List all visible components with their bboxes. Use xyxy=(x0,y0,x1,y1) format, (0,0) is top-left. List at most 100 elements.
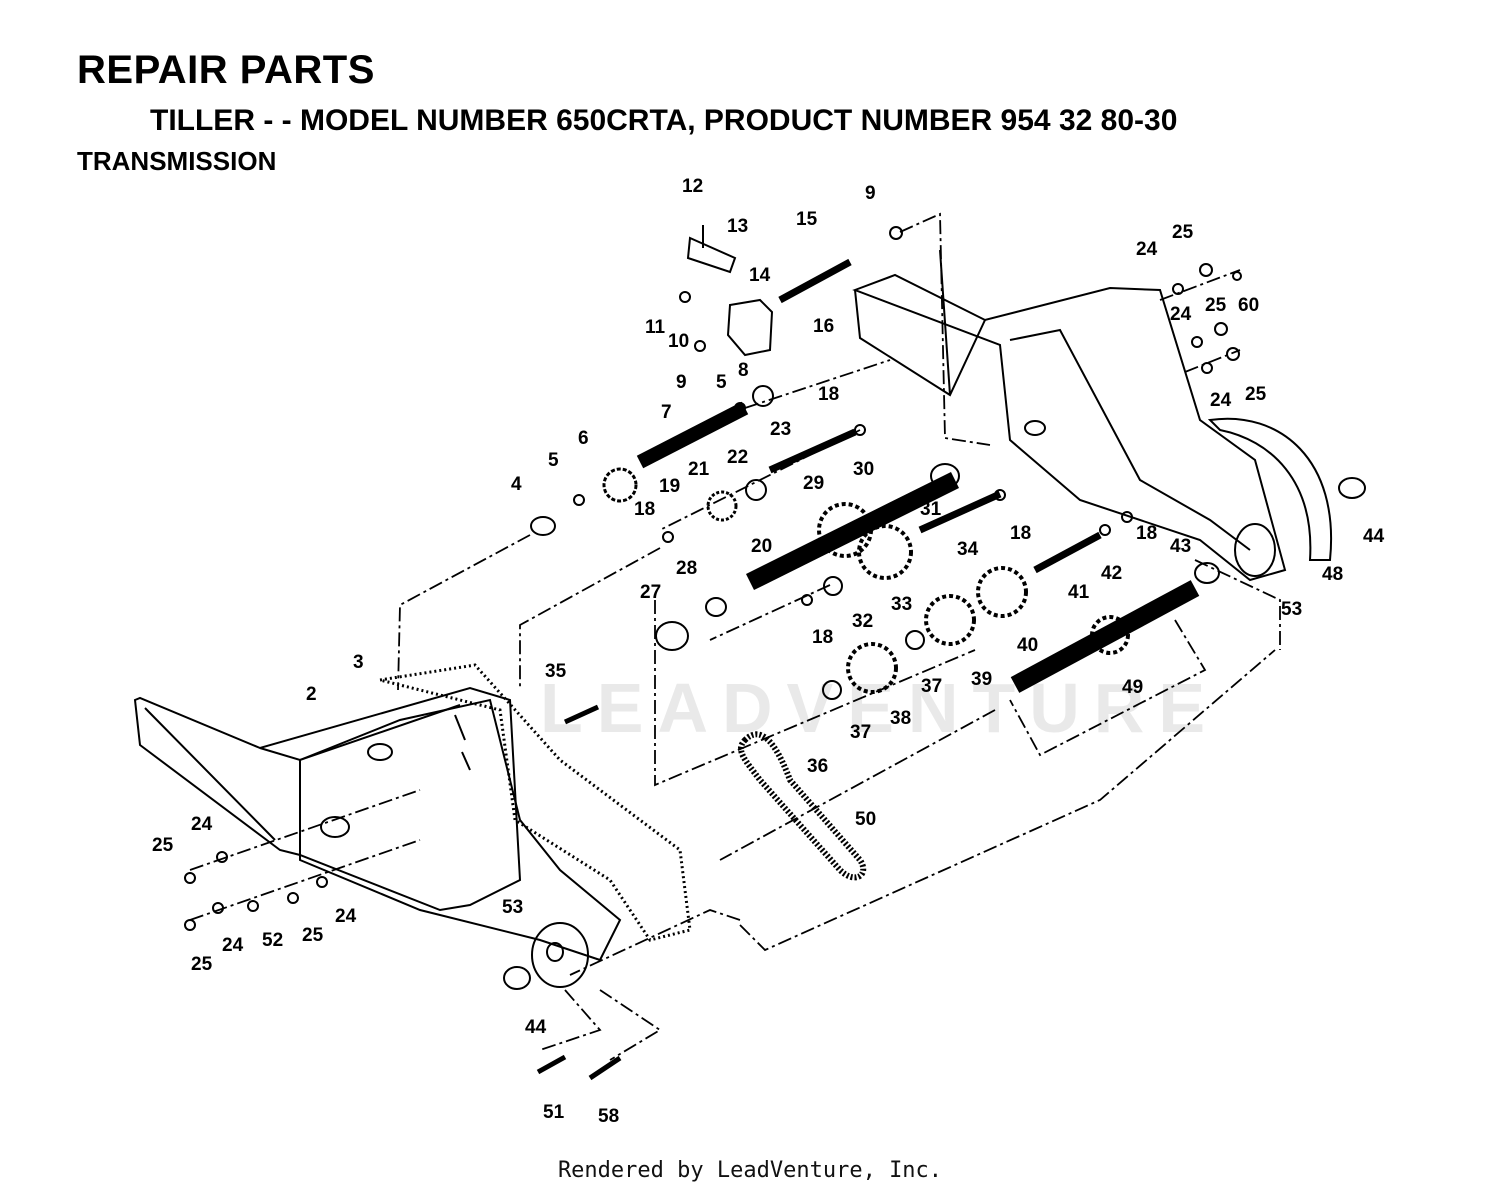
bearing-8 xyxy=(752,385,774,407)
sprocket-49 xyxy=(1090,615,1130,655)
housing-right xyxy=(852,273,1287,582)
shaft-49 xyxy=(1010,580,1200,693)
callout: 24 xyxy=(191,814,213,835)
diagram-drawing xyxy=(133,212,1366,1081)
shaft-30 xyxy=(745,471,960,591)
callout: 53 xyxy=(1281,599,1302,620)
callout: 24 xyxy=(1170,304,1192,325)
callout: 8 xyxy=(738,360,749,381)
callout: 24 xyxy=(335,906,357,927)
callout: 14 xyxy=(749,265,771,286)
callout: 9 xyxy=(676,372,687,393)
page-title: REPAIR PARTS xyxy=(77,48,375,92)
spacer-32 xyxy=(823,576,843,596)
shaft-16 xyxy=(778,258,852,304)
callout: 32 xyxy=(852,611,873,632)
shield-48 xyxy=(1207,417,1333,561)
bracket-14 xyxy=(726,298,774,357)
callout: 16 xyxy=(813,316,834,337)
callout: 52 xyxy=(262,930,283,951)
callout: 37 xyxy=(921,676,942,697)
callout: 39 xyxy=(971,669,992,690)
callout: 53 xyxy=(502,897,523,918)
callout: 25 xyxy=(191,954,213,975)
callout: 10 xyxy=(668,331,689,352)
sprocket-40 xyxy=(976,566,1028,618)
callout: 58 xyxy=(598,1106,619,1127)
callout: 12 xyxy=(682,176,703,197)
callout: 18 xyxy=(1010,523,1031,544)
callout: 11 xyxy=(645,317,666,338)
bearing-27 xyxy=(655,621,689,651)
callout: 48 xyxy=(1322,564,1343,585)
spacer-28 xyxy=(705,597,727,617)
assembly-lines xyxy=(189,212,1281,1061)
section-title: TRANSMISSION xyxy=(77,146,277,176)
gear-6 xyxy=(602,467,638,503)
bearing-22 xyxy=(745,479,767,501)
callout: 20 xyxy=(751,536,772,557)
callout: 44 xyxy=(525,1017,547,1038)
callout: 6 xyxy=(578,428,589,449)
callout: 4 xyxy=(511,474,522,495)
bolt-51 xyxy=(536,1054,567,1075)
housing-left xyxy=(133,686,522,912)
bearing-43 xyxy=(1194,562,1220,584)
callout: 60 xyxy=(1238,295,1259,316)
spacer-37b xyxy=(822,680,842,700)
callout: 5 xyxy=(548,450,559,471)
callout: 44 xyxy=(1363,526,1385,547)
callout: 49 xyxy=(1122,677,1143,698)
callout: 41 xyxy=(1068,582,1090,603)
footer-credit: Rendered by LeadVenture, Inc. xyxy=(557,1158,943,1183)
sprocket-38 xyxy=(846,642,898,694)
callout: 24 xyxy=(222,935,244,956)
callout: 25 xyxy=(1172,222,1194,243)
callout: 50 xyxy=(855,809,876,830)
callout: 13 xyxy=(727,216,748,237)
watermark-text: LEADVENTURE xyxy=(540,669,1219,747)
callout: 28 xyxy=(676,558,697,579)
spacer-37a xyxy=(905,630,925,650)
callout: 18 xyxy=(812,627,833,648)
callout: 43 xyxy=(1170,536,1191,557)
hub-53-right xyxy=(1234,523,1276,577)
callout: 25 xyxy=(1205,295,1227,316)
callout: 42 xyxy=(1101,563,1122,584)
model-subtitle: TILLER - - MODEL NUMBER 650CRTA, PRODUCT… xyxy=(150,104,1178,137)
callout: 22 xyxy=(727,447,748,468)
bolt-58 xyxy=(588,1055,622,1081)
sprocket-33 xyxy=(857,524,913,580)
callout: 25 xyxy=(1245,384,1267,405)
callout: 31 xyxy=(920,499,942,520)
callout: 18 xyxy=(1136,523,1157,544)
callout: 25 xyxy=(302,925,324,946)
callout: 36 xyxy=(807,756,828,777)
callout: 5 xyxy=(716,372,727,393)
callout: 25 xyxy=(152,835,174,856)
callout: 19 xyxy=(659,476,680,497)
hardware-left xyxy=(184,851,328,931)
callout: 2 xyxy=(306,684,317,705)
gear-21 xyxy=(706,490,738,522)
callout: 34 xyxy=(957,539,979,560)
bolt-35 xyxy=(563,704,600,725)
callout: 37 xyxy=(850,722,871,743)
bearing-4 xyxy=(530,516,556,536)
bearing-31 xyxy=(930,463,960,489)
callout: 30 xyxy=(853,459,874,480)
callout: 3 xyxy=(353,652,364,673)
shaft-7 xyxy=(636,401,749,469)
callout: 38 xyxy=(890,708,911,729)
hub-53-left xyxy=(531,922,589,988)
sprocket-39 xyxy=(924,594,976,646)
callout: 35 xyxy=(545,661,567,682)
callout: 27 xyxy=(640,582,661,603)
callout-labels: 12 13 15 9 25 24 60 25 24 14 11 10 16 9 … xyxy=(152,176,1385,1127)
callout: 18 xyxy=(634,499,655,520)
callout: 21 xyxy=(688,459,710,480)
shaft-34 xyxy=(918,490,1002,534)
callout: 24 xyxy=(1136,239,1158,260)
